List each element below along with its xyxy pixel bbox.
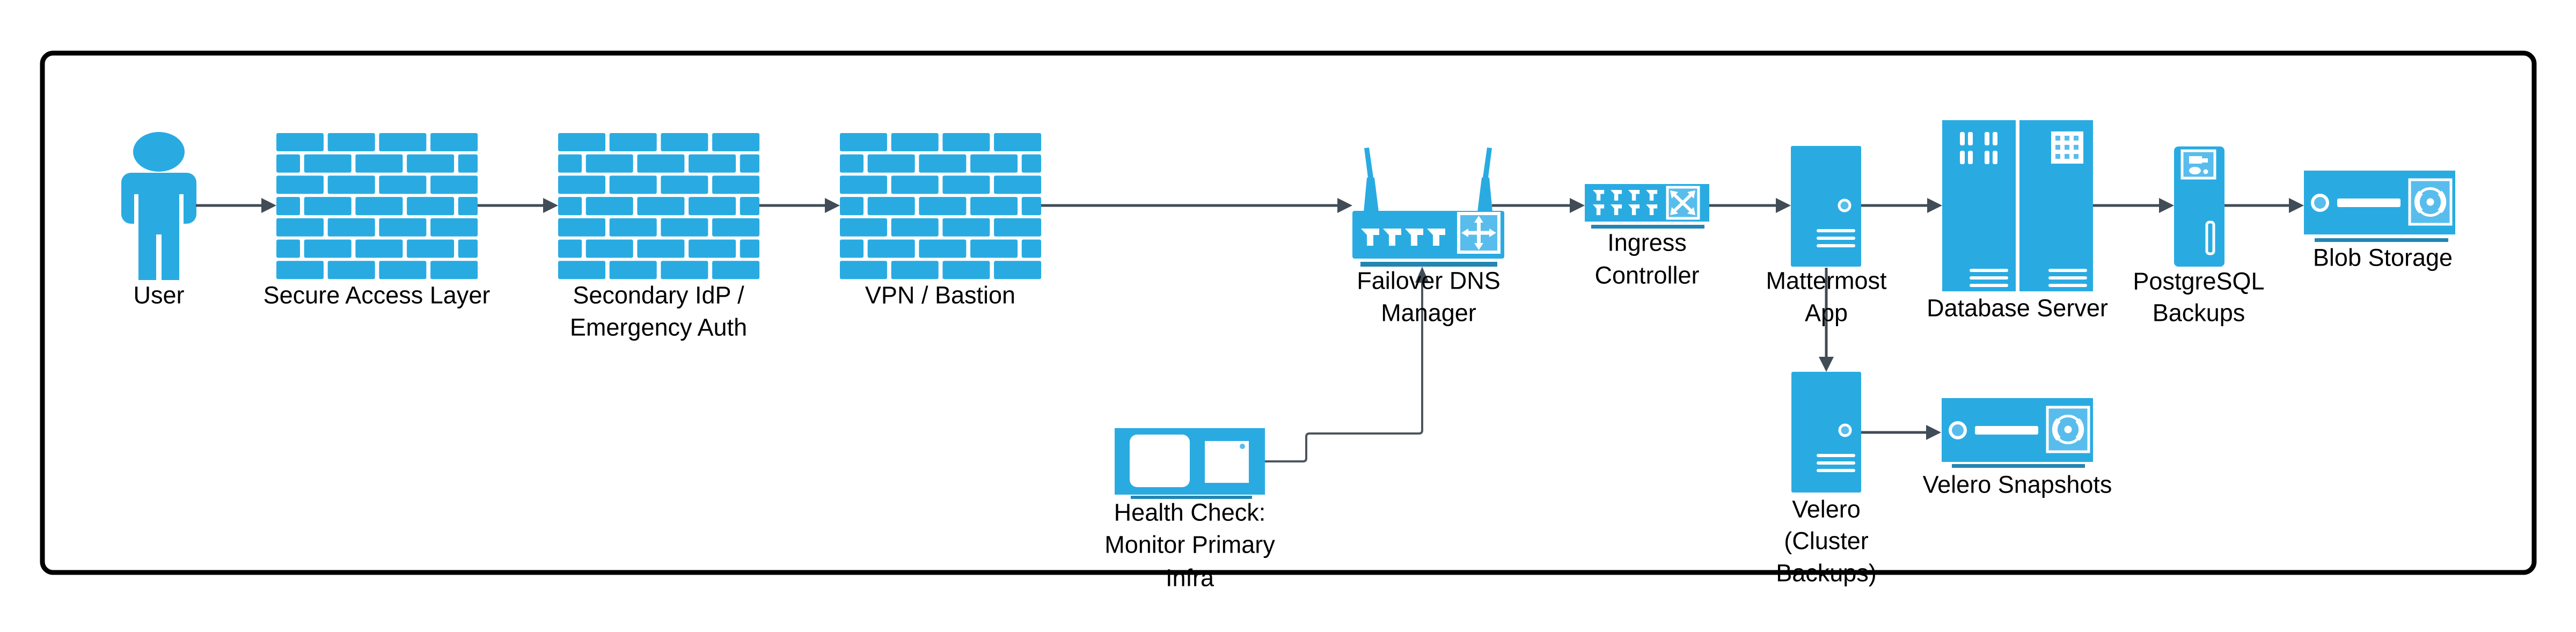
velero-label-line1: Velero — [1792, 496, 1861, 523]
arrow-ingress-to-mattermost — [1709, 198, 1791, 213]
user-node — [121, 132, 196, 280]
blob-storage-label: Blob Storage — [2313, 244, 2453, 271]
connector-health-check-to-failover-dns — [1265, 267, 1429, 462]
arrow-postgresql-to-blob — [2224, 198, 2304, 213]
health-check-node — [1115, 428, 1265, 499]
wireless-router-icon — [1352, 148, 1504, 267]
velero-snapshots-label: Velero Snapshots — [1923, 471, 2112, 498]
storage-underline — [2315, 238, 2448, 242]
failover-dns-manager-node — [1352, 148, 1504, 267]
server-tower-icon — [1791, 146, 1861, 267]
diagram-border — [40, 50, 2537, 575]
workstation-icon — [1115, 428, 1265, 499]
arrow-mattermost-to-velero — [1819, 268, 1834, 372]
database-server-label: Database Server — [1927, 295, 2108, 322]
vpn-bastion-node — [840, 133, 1041, 279]
storage-unit-icon — [1942, 398, 2093, 462]
velero-label-line2: (Cluster — [1784, 527, 1869, 555]
secondary-idp-label-line1: Secondary IdP / — [573, 282, 744, 309]
ingress-label-line1: Ingress — [1607, 229, 1687, 256]
secondary-idp-label-line2: Emergency Auth — [570, 314, 747, 341]
edges — [196, 198, 2304, 462]
ingress-controller-node — [1585, 184, 1709, 229]
health-check-label-line3: Infra — [1166, 564, 1214, 592]
secondary-idp-node — [558, 133, 759, 279]
person-icon — [121, 132, 196, 280]
workstation-underline — [1131, 496, 1252, 499]
arrow-failover-dns-to-ingress — [1492, 198, 1585, 213]
postgresql-label-line2: Backups — [2153, 299, 2245, 327]
secure-access-layer-node — [276, 133, 478, 279]
mattermost-label-line1: Mattermost — [1766, 267, 1887, 295]
mattermost-app-node — [1791, 146, 1861, 267]
postgresql-label-line1: PostgreSQL — [2133, 268, 2264, 295]
firewall-icon — [558, 133, 759, 279]
vpn-bastion-label: VPN / Bastion — [865, 282, 1015, 309]
postgresql-backups-node — [2174, 146, 2224, 267]
velero-node — [1791, 372, 1861, 493]
arrow-velero-to-snapshots — [1861, 425, 1941, 440]
firewall-icon — [276, 133, 478, 279]
arrow-secure-access-to-secondary-idp — [478, 198, 558, 213]
blob-storage-node — [2304, 171, 2455, 242]
server-rack-pair-icon — [1942, 120, 2093, 291]
failover-dns-label-line2: Manager — [1381, 299, 1476, 327]
secure-access-layer-label: Secure Access Layer — [264, 282, 491, 309]
arrow-database-to-postgresql — [2093, 198, 2174, 213]
router-underline — [1360, 262, 1497, 267]
mattermost-label-line2: App — [1805, 299, 1848, 327]
storage-underline — [1952, 464, 2085, 468]
database-server-node — [1942, 120, 2093, 291]
velero-snapshots-node — [1942, 398, 2093, 468]
failover-dns-label-line1: Failover DNS — [1357, 267, 1501, 295]
backup-tower-icon — [2174, 146, 2224, 267]
server-tower-icon — [1791, 372, 1861, 493]
arrow-vpn-to-failover-dns — [1041, 198, 1352, 213]
health-check-label-line2: Monitor Primary — [1104, 531, 1275, 558]
labels: User Secure Access Layer Secondary IdP /… — [133, 229, 2453, 592]
arrow-secondary-idp-to-vpn — [759, 198, 840, 213]
ingress-label-line2: Controller — [1594, 262, 1699, 289]
storage-unit-icon — [2304, 171, 2455, 234]
arrow-user-to-secure-access — [196, 198, 276, 213]
switch-icon — [1585, 184, 1709, 229]
health-check-label-line1: Health Check: — [1114, 499, 1266, 526]
switch-underline — [1591, 225, 1704, 229]
user-label: User — [133, 282, 184, 309]
arrow-mattermost-to-database — [1861, 198, 1942, 213]
velero-label-line3: Backups) — [1776, 560, 1877, 587]
firewall-icon — [840, 133, 1041, 279]
